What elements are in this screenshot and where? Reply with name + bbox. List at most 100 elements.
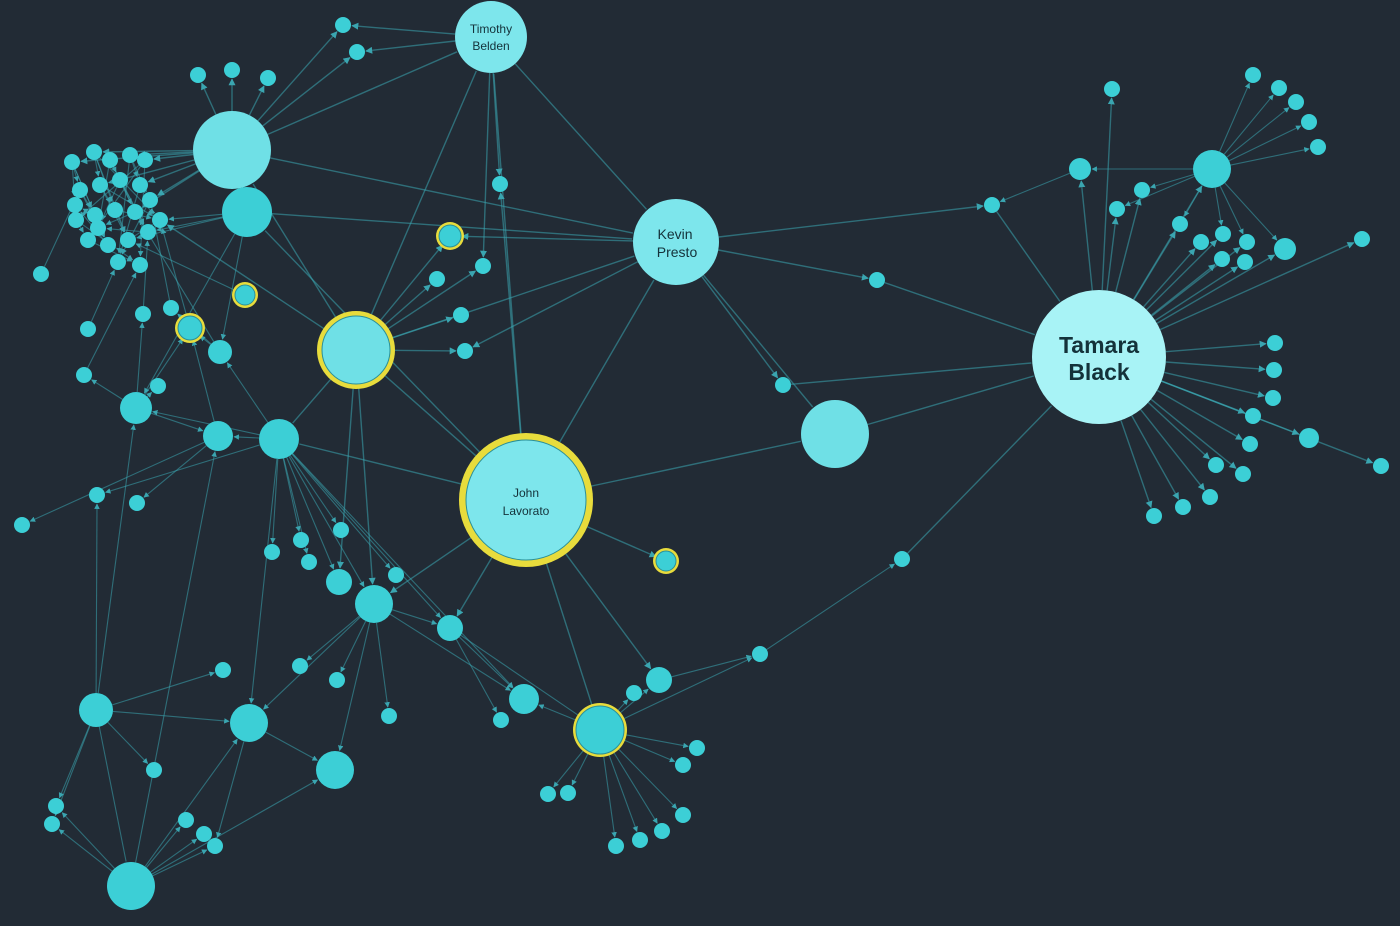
node-s52[interactable]: [264, 544, 280, 560]
node-s73[interactable]: [632, 832, 648, 848]
node-c15[interactable]: [80, 232, 96, 248]
node-s14[interactable]: [1104, 81, 1120, 97]
node-c22[interactable]: [152, 212, 168, 228]
node-s75[interactable]: [675, 807, 691, 823]
node-s31[interactable]: [1265, 390, 1281, 406]
node-s74[interactable]: [654, 823, 670, 839]
node-john[interactable]: [459, 433, 593, 567]
node-h1[interactable]: [193, 111, 271, 189]
node-s27[interactable]: [1310, 139, 1326, 155]
node-c5[interactable]: [137, 152, 153, 168]
node-s3[interactable]: [190, 67, 206, 83]
node-timothy[interactable]: [455, 1, 527, 73]
node-y1[interactable]: [436, 222, 464, 250]
node-y3[interactable]: [175, 313, 205, 343]
node-s41[interactable]: [752, 646, 768, 662]
node-b12[interactable]: [509, 684, 539, 714]
node-c10[interactable]: [68, 212, 84, 228]
node-s63[interactable]: [675, 757, 691, 773]
node-c19[interactable]: [110, 254, 126, 270]
node-c23[interactable]: [90, 220, 106, 236]
node-s7[interactable]: [475, 258, 491, 274]
node-c13[interactable]: [127, 204, 143, 220]
node-s38[interactable]: [1146, 508, 1162, 524]
node-c11[interactable]: [87, 207, 103, 223]
node-s59[interactable]: [381, 708, 397, 724]
node-b8[interactable]: [573, 703, 627, 757]
node-s37[interactable]: [1175, 499, 1191, 515]
node-s17[interactable]: [1172, 216, 1188, 232]
node-s66[interactable]: [48, 798, 64, 814]
node-s2[interactable]: [349, 44, 365, 60]
node-b9[interactable]: [1193, 150, 1231, 188]
node-s28[interactable]: [1354, 231, 1370, 247]
node-s8[interactable]: [429, 271, 445, 287]
node-s40[interactable]: [894, 551, 910, 567]
node-s48[interactable]: [89, 487, 105, 503]
node-b2[interactable]: [259, 419, 299, 459]
node-s6[interactable]: [492, 176, 508, 192]
node-s10[interactable]: [457, 343, 473, 359]
node-s11[interactable]: [869, 272, 885, 288]
node-s58[interactable]: [329, 672, 345, 688]
node-b3[interactable]: [355, 585, 393, 623]
node-s71[interactable]: [560, 785, 576, 801]
node-s45[interactable]: [163, 300, 179, 316]
node-s50[interactable]: [129, 495, 145, 511]
node-c12[interactable]: [107, 202, 123, 218]
node-s33[interactable]: [1242, 436, 1258, 452]
node-s39[interactable]: [1373, 458, 1389, 474]
node-b15[interactable]: [326, 569, 352, 595]
node-s36[interactable]: [1202, 489, 1218, 505]
node-s60[interactable]: [493, 712, 509, 728]
node-c18[interactable]: [140, 224, 156, 240]
node-s44[interactable]: [76, 367, 92, 383]
node-c14[interactable]: [142, 192, 158, 208]
node-s32[interactable]: [1245, 408, 1261, 424]
node-s19[interactable]: [1215, 226, 1231, 242]
node-s65[interactable]: [44, 816, 60, 832]
node-s64[interactable]: [146, 762, 162, 778]
node-s49[interactable]: [14, 517, 30, 533]
node-y2[interactable]: [232, 282, 258, 308]
node-s51[interactable]: [293, 532, 309, 548]
node-b6[interactable]: [79, 693, 113, 727]
node-c2[interactable]: [86, 144, 102, 160]
node-s72[interactable]: [608, 838, 624, 854]
node-s35[interactable]: [1235, 466, 1251, 482]
node-s67[interactable]: [207, 838, 223, 854]
node-s26[interactable]: [1301, 114, 1317, 130]
node-b18[interactable]: [1274, 238, 1296, 260]
node-s21[interactable]: [1214, 251, 1230, 267]
node-c6[interactable]: [72, 182, 88, 198]
node-s34[interactable]: [1208, 457, 1224, 473]
node-b11[interactable]: [203, 421, 233, 451]
node-s43[interactable]: [80, 321, 96, 337]
node-s15[interactable]: [1109, 201, 1125, 217]
node-c17[interactable]: [120, 232, 136, 248]
node-c4[interactable]: [122, 147, 138, 163]
node-s25[interactable]: [1288, 94, 1304, 110]
node-c20[interactable]: [132, 257, 148, 273]
node-s56[interactable]: [215, 662, 231, 678]
node-s12[interactable]: [775, 377, 791, 393]
node-s5[interactable]: [260, 70, 276, 86]
node-b4[interactable]: [230, 704, 268, 742]
node-s24[interactable]: [1271, 80, 1287, 96]
node-c16[interactable]: [100, 237, 116, 253]
node-s54[interactable]: [388, 567, 404, 583]
node-s57[interactable]: [292, 658, 308, 674]
node-b5[interactable]: [316, 751, 354, 789]
node-s42[interactable]: [33, 266, 49, 282]
node-s4[interactable]: [224, 62, 240, 78]
node-tamara[interactable]: [1032, 290, 1166, 424]
node-s30[interactable]: [1266, 362, 1282, 378]
node-c21[interactable]: [67, 197, 83, 213]
node-h2[interactable]: [222, 187, 272, 237]
node-s55[interactable]: [333, 522, 349, 538]
node-b13[interactable]: [646, 667, 672, 693]
node-jl2[interactable]: [317, 311, 395, 389]
node-b10[interactable]: [120, 392, 152, 424]
node-s46[interactable]: [135, 306, 151, 322]
